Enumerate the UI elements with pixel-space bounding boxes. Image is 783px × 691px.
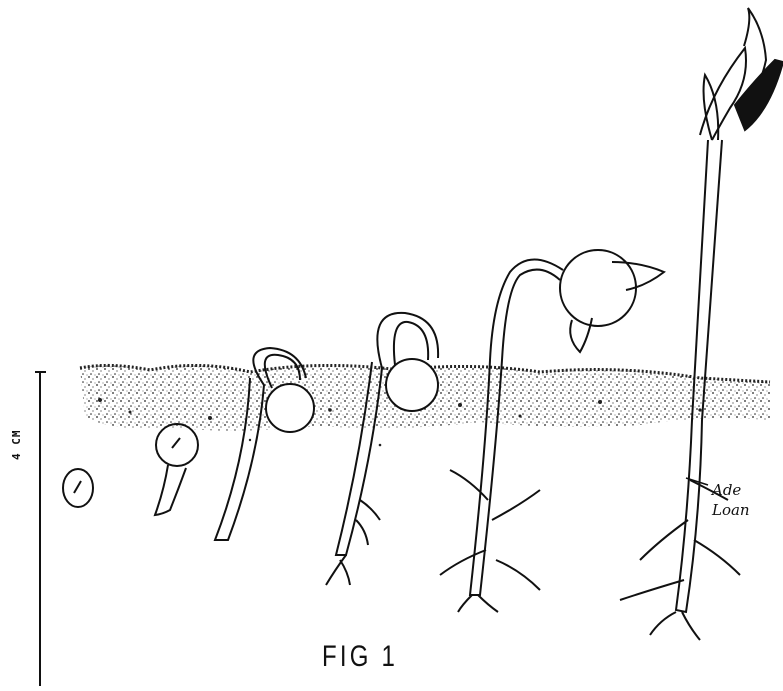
stage-seedling-with-leaves xyxy=(620,8,783,640)
stage-seed xyxy=(63,469,93,507)
scale-bar xyxy=(35,372,46,686)
signature-line-2: Loan xyxy=(712,500,772,520)
scale-label: 4 CM xyxy=(10,430,23,461)
stage-radicle-emerging xyxy=(155,424,198,515)
stage-hook-elongating xyxy=(326,313,438,585)
stage-cotyledons-opening xyxy=(440,250,664,612)
signature-line-1: Ade xyxy=(712,480,772,500)
figure-caption: FIG 1 xyxy=(322,640,398,674)
artist-signature: Ade Loan xyxy=(712,480,772,520)
